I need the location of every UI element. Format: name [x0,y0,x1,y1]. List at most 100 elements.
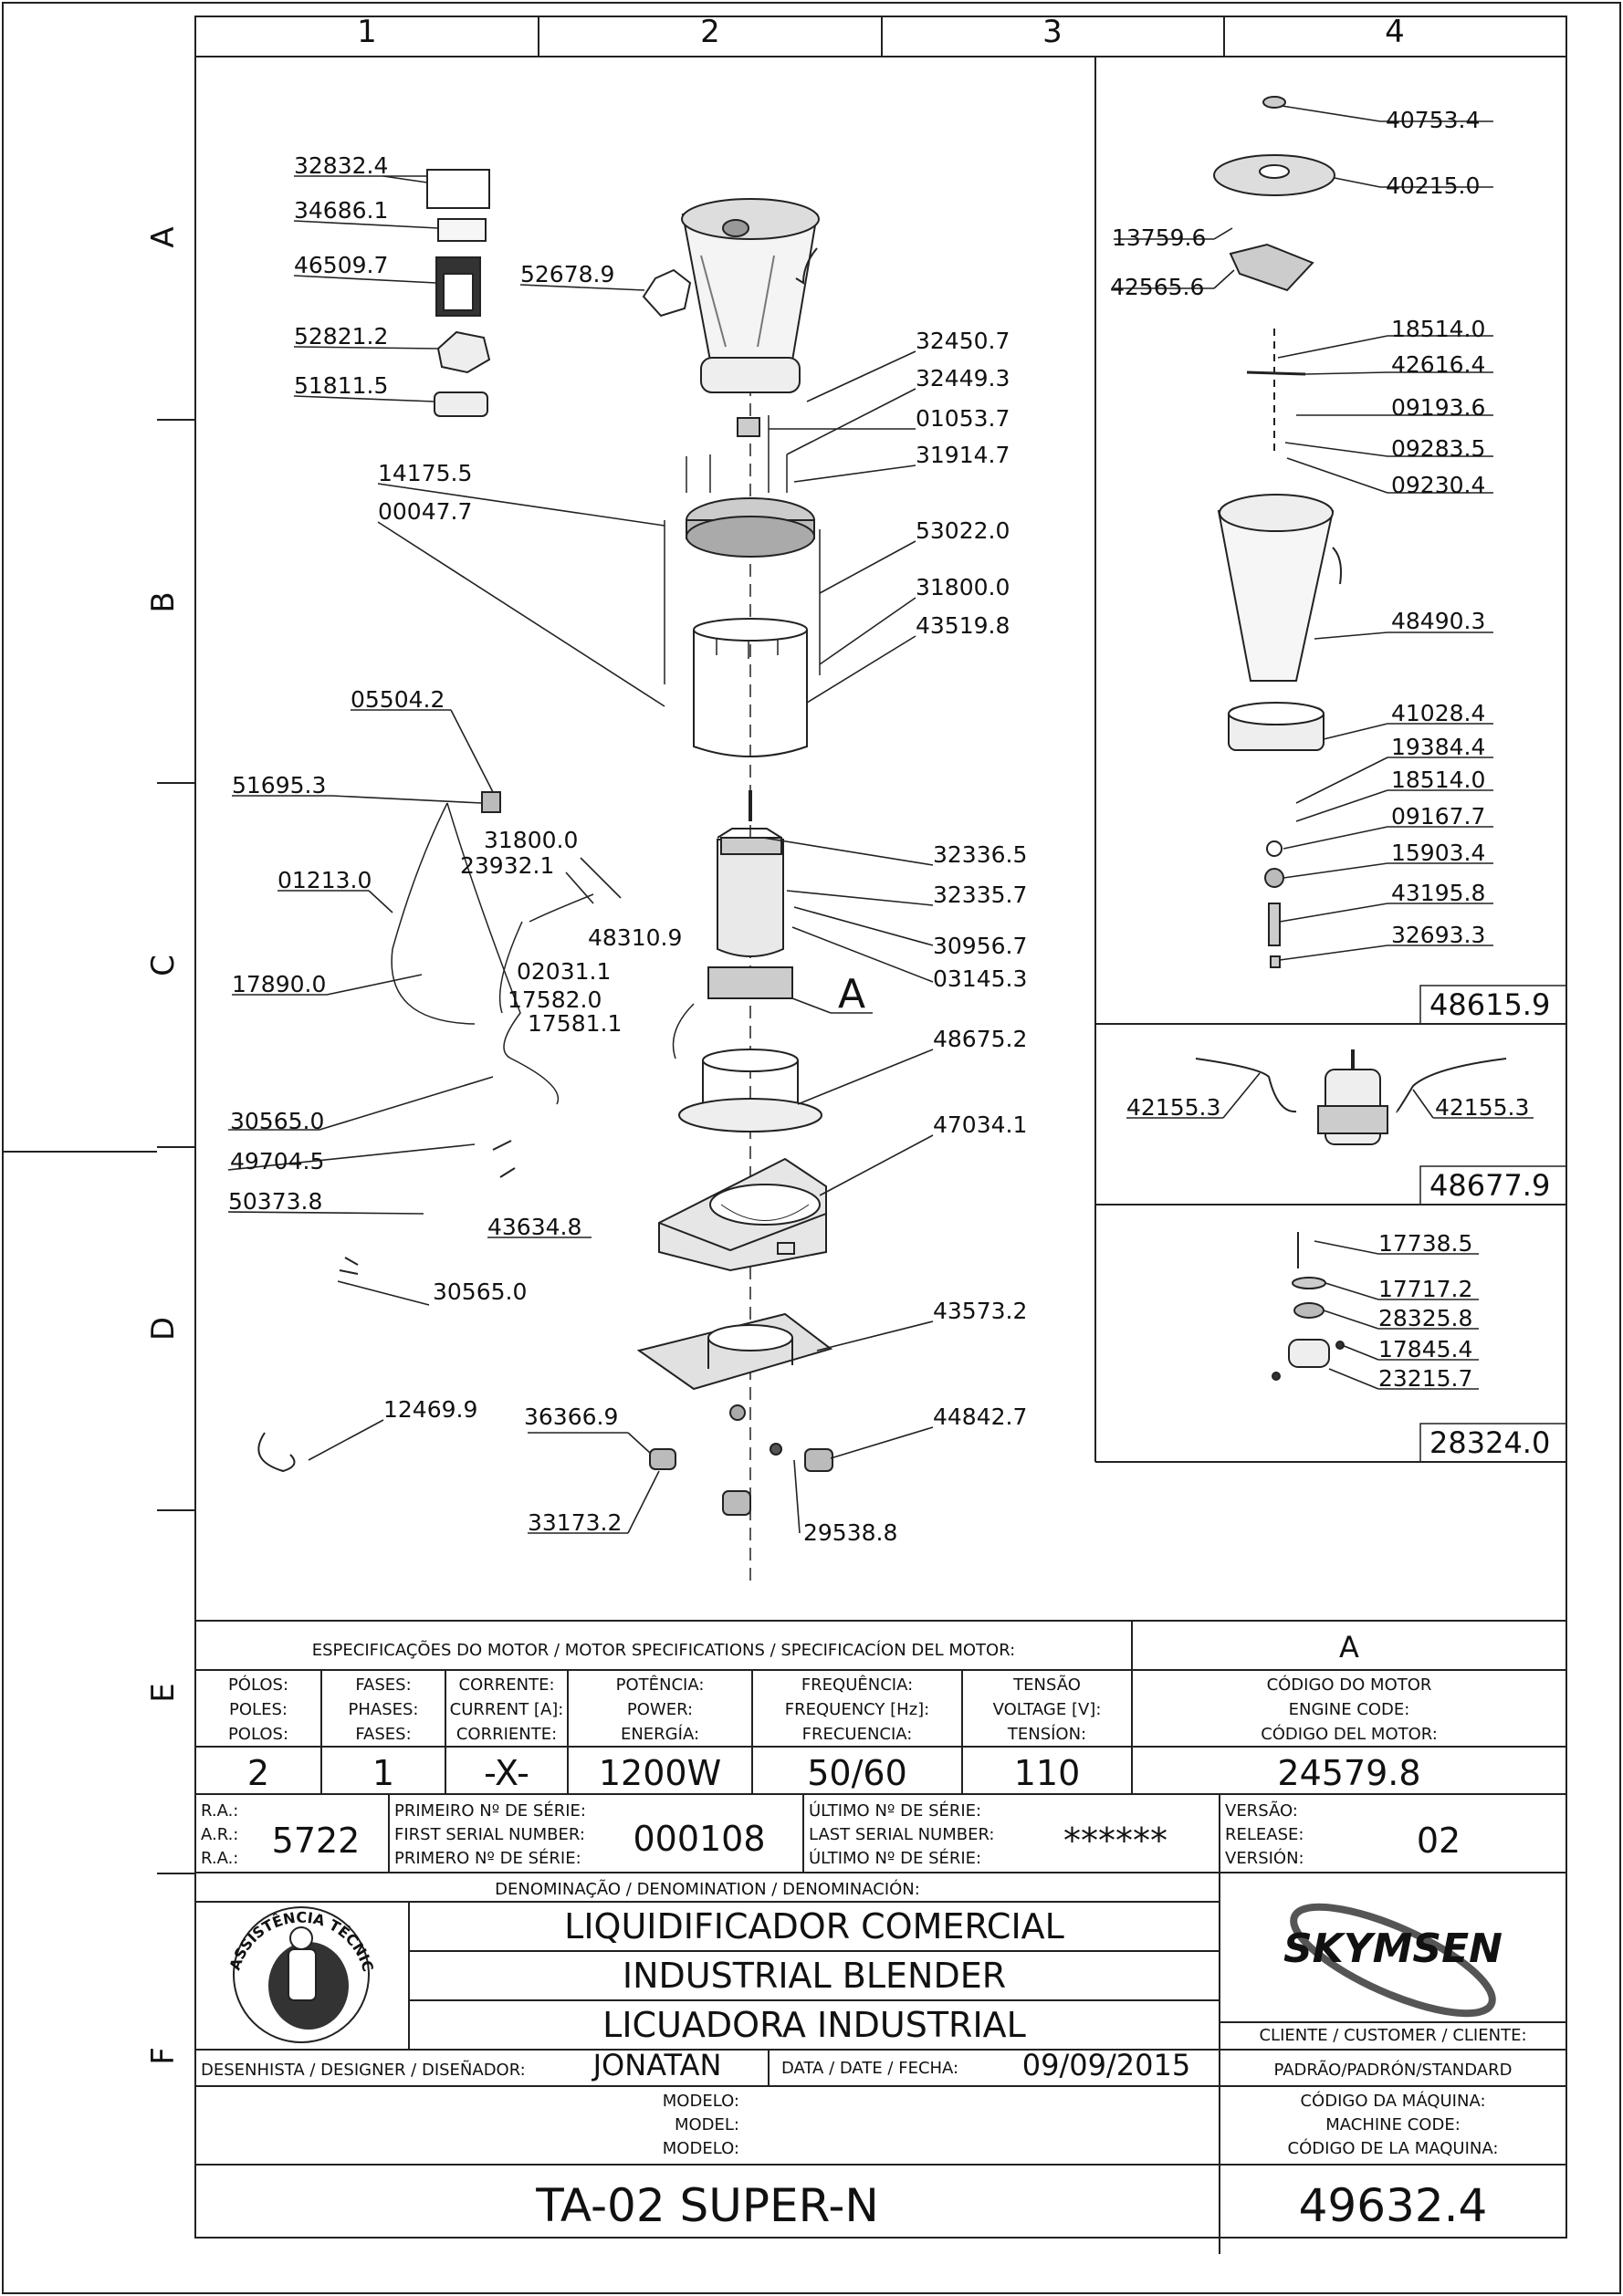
part-label: 43634.8 [487,1214,581,1240]
grid-col-4: 4 [1385,14,1405,50]
brand-name: SKYMSEN [1283,1926,1503,1972]
part-label: 17845.4 [1378,1336,1472,1362]
part-label: 12469.9 [383,1396,477,1423]
name-en: INDUSTRIAL BLENDER [623,1956,1006,1996]
voltage-header: VOLTAGE [V]: [993,1700,1102,1719]
model-label: MODELO: [663,2139,739,2158]
engine-code-header: CÓDIGO DO MOTOR [1267,1675,1432,1695]
machine-code-label: CÓDIGO DE LA MAQUINA: [1288,2138,1499,2158]
part-label: 01213.0 [277,867,372,893]
part-label: 00047.7 [378,498,472,525]
ra-label: R.A.: [201,1801,238,1821]
part-label: 31800.0 [916,574,1010,600]
detail-box-1-code: 48615.9 [1429,987,1550,1022]
part-label: 48675.2 [933,1026,1027,1052]
motor-ref: A [1339,1630,1359,1665]
part-label: 33173.2 [528,1509,622,1536]
part-label: 09283.5 [1391,435,1485,462]
part-label: 23932.1 [460,852,554,879]
part-label: 51811.5 [294,372,388,399]
poles-header: POLES: [229,1700,288,1719]
part-label: 51695.3 [232,772,326,798]
part-label: 02031.1 [517,958,611,985]
part-label: 17890.0 [232,971,326,997]
poles-header: PÓLOS: [228,1675,288,1695]
grid-row-e: E [145,1683,182,1702]
part-label: 42565.6 [1110,274,1204,300]
part-label: 31800.0 [484,827,578,853]
motor-detail [1195,1049,1507,1145]
ra-label: R.A.: [201,1849,238,1868]
part-label: 48490.3 [1391,608,1485,634]
phases-header: FASES: [355,1675,411,1695]
customer-label: CLIENTE / CUSTOMER / CLIENTE: [1259,2026,1526,2045]
current-header: CORRENTE: [458,1675,554,1695]
part-label: 34686.1 [294,197,388,224]
jar-detail [1213,96,1342,968]
part-label: 32450.7 [916,328,1010,354]
part-label: 50373.8 [228,1188,322,1215]
frequency-header: FRECUENCIA: [802,1725,913,1744]
engine-code-value: 24579.8 [1277,1753,1420,1793]
ra-label: A.R.: [201,1825,238,1844]
part-label: 05504.2 [351,686,445,713]
part-label: 42616.4 [1391,351,1485,378]
version-label: VERSIÓN: [1225,1848,1304,1868]
model-label: MODEL: [675,2115,739,2134]
frequency-header: FREQUENCY [Hz]: [785,1700,929,1719]
voltage-header: TENSÍON: [1007,1724,1086,1744]
part-label: 44842.7 [933,1404,1027,1430]
part-label: 17582.0 [508,986,602,1013]
part-label: 15903.4 [1391,840,1485,866]
part-label: 17581.1 [528,1010,622,1037]
part-label: 01053.7 [916,405,1010,432]
part-label: 30565.0 [230,1108,324,1134]
part-label: 32449.3 [916,365,1010,391]
first-serial-label: PRIMEIRO Nº DE SÉRIE: [394,1800,586,1821]
first-serial-value: 000108 [633,1819,765,1859]
grid-row-f: F [145,2047,182,2065]
first-serial-label: PRIMERO Nº DE SÉRIE: [394,1848,581,1868]
part-label: 17717.2 [1378,1276,1472,1302]
current-value: -X- [484,1753,529,1793]
part-label: 19384.4 [1391,734,1485,760]
frequency-header: FREQUÊNCIA: [801,1675,913,1695]
part-label: 17738.5 [1378,1230,1472,1257]
part-label: 03145.3 [933,965,1027,992]
machine-code-label: CÓDIGO DA MÁQUINA: [1300,2091,1485,2111]
part-label: 30565.0 [433,1278,527,1305]
detail-box-3-code: 28324.0 [1429,1425,1550,1460]
phases-header: FASES: [355,1725,411,1744]
grid-row-a: A [145,226,182,247]
version-value: 02 [1417,1821,1461,1861]
power-header: POTÊNCIA: [616,1675,705,1695]
phases-value: 1 [372,1753,394,1793]
part-label: 40215.0 [1386,172,1480,199]
version-label: RELEASE: [1225,1825,1304,1844]
last-serial-label: LAST SERIAL NUMBER: [809,1825,994,1844]
date-label: DATA / DATE / FECHA: [781,2059,958,2078]
voltage-value: 110 [1014,1753,1081,1793]
designer-label: DESENHISTA / DESIGNER / DISEÑADOR: [201,2060,526,2080]
part-label: 09230.4 [1391,472,1485,498]
phases-header: PHASES: [349,1700,419,1719]
part-label: 49704.5 [230,1148,324,1174]
name-pt: LIQUIDIFICADOR COMERCIAL [564,1906,1064,1946]
part-label: 18514.0 [1391,316,1485,342]
part-label: 14175.5 [378,460,472,486]
part-label: 28325.8 [1378,1305,1472,1331]
exploded-assembly [257,198,833,1588]
part-label: 09167.7 [1391,803,1485,830]
bearing-detail [1272,1232,1345,1381]
power-header: ENERGÍA: [621,1724,699,1744]
motor-spec-table [195,1621,1566,1795]
machine-code-value: 49632.4 [1299,2179,1488,2232]
part-label: 46509.7 [294,252,388,278]
power-value: 1200W [599,1753,721,1793]
detail-box-2-code: 48677.9 [1429,1168,1550,1203]
ra-value: 5722 [272,1821,361,1861]
poles-header: POLOS: [228,1725,288,1744]
part-labels: 32832.4 34686.1 46509.7 52821.2 51811.5 … [228,107,1529,1546]
